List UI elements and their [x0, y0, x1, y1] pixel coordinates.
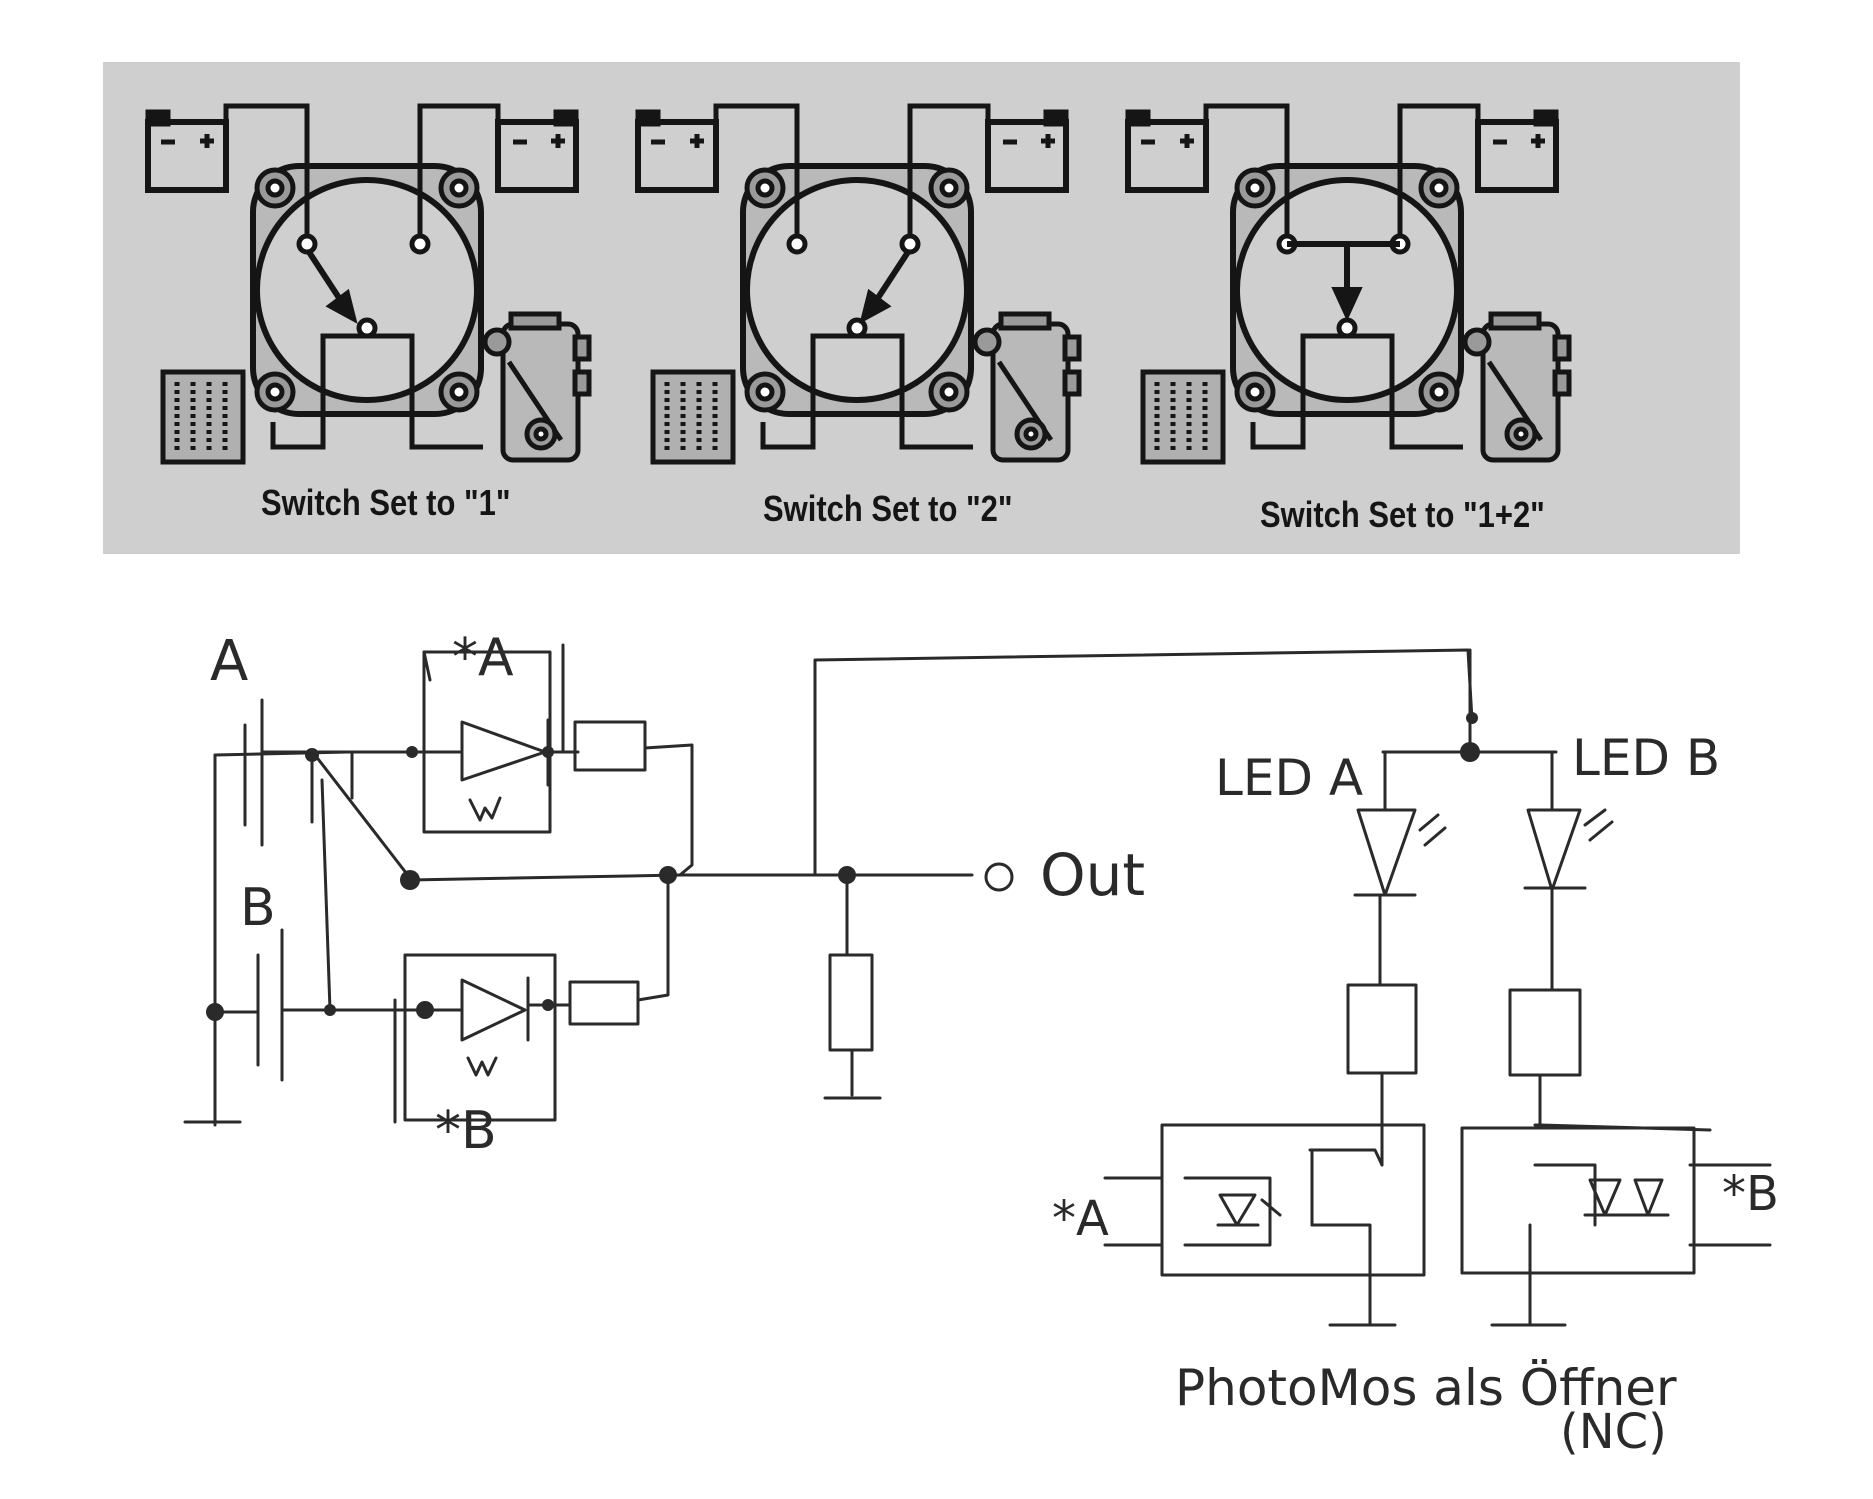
battery-a [243, 698, 264, 847]
label-photomos-nc: (NC) [1560, 1404, 1667, 1460]
arrow-icon [1331, 287, 1363, 322]
arrow-icon [859, 288, 892, 324]
pulldown-resistor [828, 953, 874, 1052]
junction-dots [206, 712, 1480, 1021]
diode-b [393, 953, 572, 1124]
switch-diagrams [103, 62, 1740, 554]
caption-switch-2: Switch Set to "2" [763, 488, 1013, 529]
label-photomos-caption: PhotoMos als Öffner [1175, 1359, 1677, 1417]
switch-illustration-panel: Switch Set to "1" Switch Set to "2" Swit… [103, 62, 1740, 554]
led-b [1523, 750, 1614, 992]
resistor-b [568, 980, 640, 1026]
caption-switch-3: Switch Set to "1+2" [1260, 494, 1545, 535]
arrow-icon [325, 288, 358, 324]
battery-b [256, 928, 284, 1082]
diode-a [410, 643, 580, 834]
label-diode-a: *A [452, 628, 514, 688]
photomos-relay-b [1460, 1123, 1772, 1327]
output-terminal [984, 862, 1014, 892]
label-diode-b: *B [435, 1101, 497, 1161]
label-output: Out [1040, 841, 1145, 909]
label-battery-a: A [210, 629, 248, 694]
photomos-relay-a [1103, 1123, 1426, 1327]
label-led-a: LED A [1215, 749, 1363, 807]
led-a-resistor [1346, 983, 1418, 1075]
resistor-a [573, 720, 647, 772]
caption-switch-1: Switch Set to "1" [261, 482, 511, 523]
label-relay-b-input: *B [1722, 1166, 1779, 1222]
label-led-b: LED B [1572, 729, 1720, 787]
label-battery-b: B [240, 878, 276, 938]
label-relay-a-input: *A [1052, 1191, 1109, 1247]
led-a [1353, 750, 1447, 987]
led-b-resistor [1508, 988, 1582, 1077]
switch-arrows [306, 241, 1400, 324]
